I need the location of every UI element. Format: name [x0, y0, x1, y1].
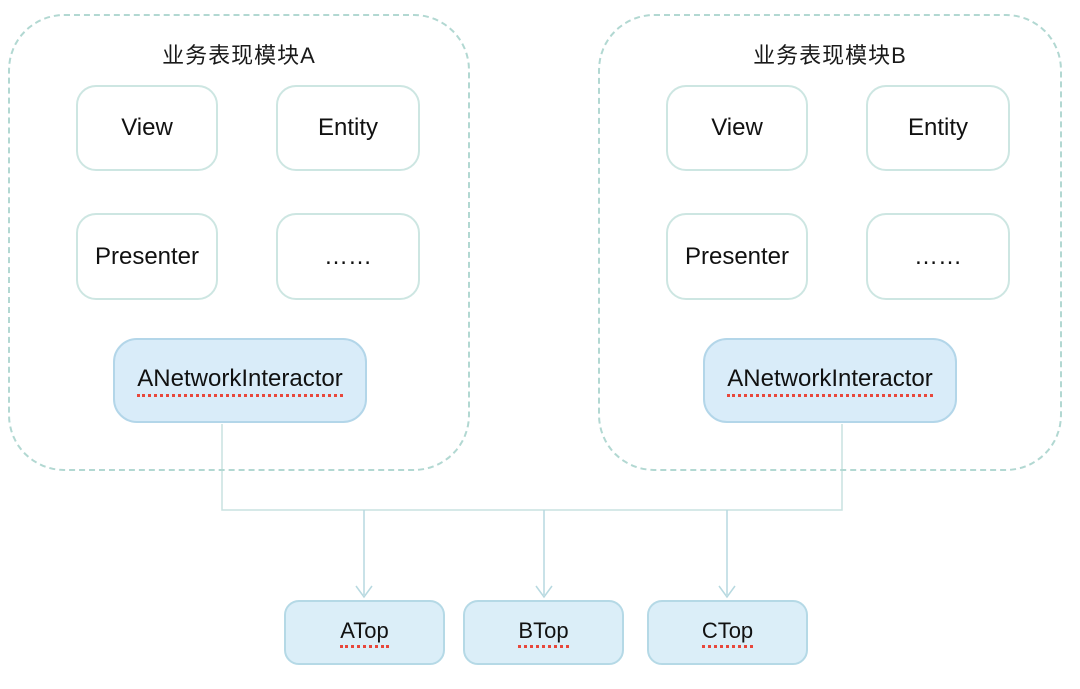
module-a-box-entity: Entity — [276, 85, 420, 171]
module-a-network-interactor: ANetworkInteractor — [113, 338, 367, 423]
bottom-box-label: ATop — [340, 618, 389, 648]
module-b-box-entity: Entity — [866, 85, 1010, 171]
box-label: …… — [914, 242, 962, 270]
arrowhead-icon — [535, 585, 553, 599]
box-label: View — [121, 114, 173, 141]
module-a-box-presenter: Presenter — [76, 213, 218, 300]
box-label: Entity — [317, 114, 379, 141]
module-b-box-view: View — [666, 85, 808, 171]
interactor-label: ANetworkInteractor — [137, 365, 343, 397]
module-b-box-ellipsis: …… — [866, 213, 1010, 300]
box-label: View — [711, 114, 763, 141]
module-a-title: 业务表现模块A — [162, 43, 316, 68]
module-b-box-presenter: Presenter — [666, 213, 808, 300]
box-label: Presenter — [684, 242, 790, 270]
bottom-box-label: CTop — [701, 618, 754, 648]
module-b-network-interactor: ANetworkInteractor — [703, 338, 957, 423]
bottom-box-btop: BTop — [463, 600, 624, 665]
arrowhead-icon — [355, 585, 373, 599]
box-label: …… — [324, 242, 372, 270]
bottom-box-ctop: CTop — [647, 600, 808, 665]
bottom-box-atop: ATop — [284, 600, 445, 665]
module-b-container: 业务表现模块B View Entity Presenter …… ANetwor… — [598, 14, 1062, 471]
arrow-to-ctop — [718, 510, 736, 599]
box-label: Presenter — [94, 242, 200, 270]
arrowhead-icon — [718, 585, 736, 599]
module-a-box-ellipsis: …… — [276, 213, 420, 300]
interactor-label: ANetworkInteractor — [727, 365, 933, 397]
arrow-to-btop — [535, 510, 553, 599]
module-a-container: 业务表现模块A View Entity Presenter …… ANetwor… — [8, 14, 470, 471]
arrow-to-atop — [355, 510, 373, 599]
box-label: Entity — [907, 114, 969, 141]
module-a-box-view: View — [76, 85, 218, 171]
bottom-box-label: BTop — [518, 618, 569, 648]
module-b-title: 业务表现模块B — [753, 43, 907, 68]
